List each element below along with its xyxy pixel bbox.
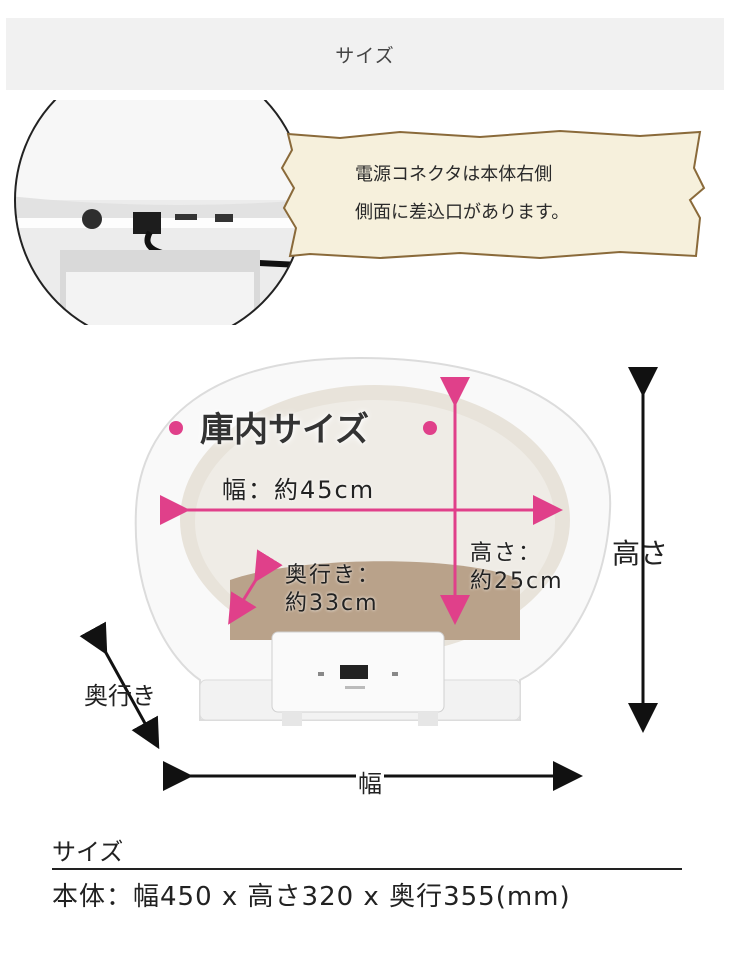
- outer-depth-label: 奥行き: [84, 682, 156, 710]
- connector-detail-image: [0, 100, 360, 325]
- inner-depth-label: 奥行き： 約33cm: [285, 563, 382, 616]
- spec-heading: サイズ: [52, 838, 124, 866]
- inner-size-title: 庫内サイズ: [200, 410, 369, 450]
- section-header-title: サイズ: [335, 44, 395, 67]
- spec-divider: [52, 868, 682, 870]
- note-line-1: 電源コネクタは本体右側: [355, 164, 553, 185]
- outer-height-label: 高さ: [612, 537, 669, 570]
- spec-dimensions: 本体：幅450 x 高さ320 x 奥行355(mm): [52, 882, 571, 912]
- outer-width-label: 幅: [356, 764, 384, 799]
- inner-width-label: 幅：約45cm: [222, 476, 376, 504]
- product-illustration: 庫内サイズ 幅：約45cm 高さ： 約25cm 奥行き： 約33cm 高さ 奥行…: [0, 340, 730, 810]
- note-line-2: 側面に差込口があります。: [355, 202, 570, 223]
- inner-height-label: 高さ： 約25cm: [470, 541, 564, 594]
- section-header: サイズ: [6, 18, 724, 90]
- display-panel: [340, 665, 368, 679]
- connector-note: 電源コネクタは本体右側 側面に差込口があります。: [280, 128, 712, 260]
